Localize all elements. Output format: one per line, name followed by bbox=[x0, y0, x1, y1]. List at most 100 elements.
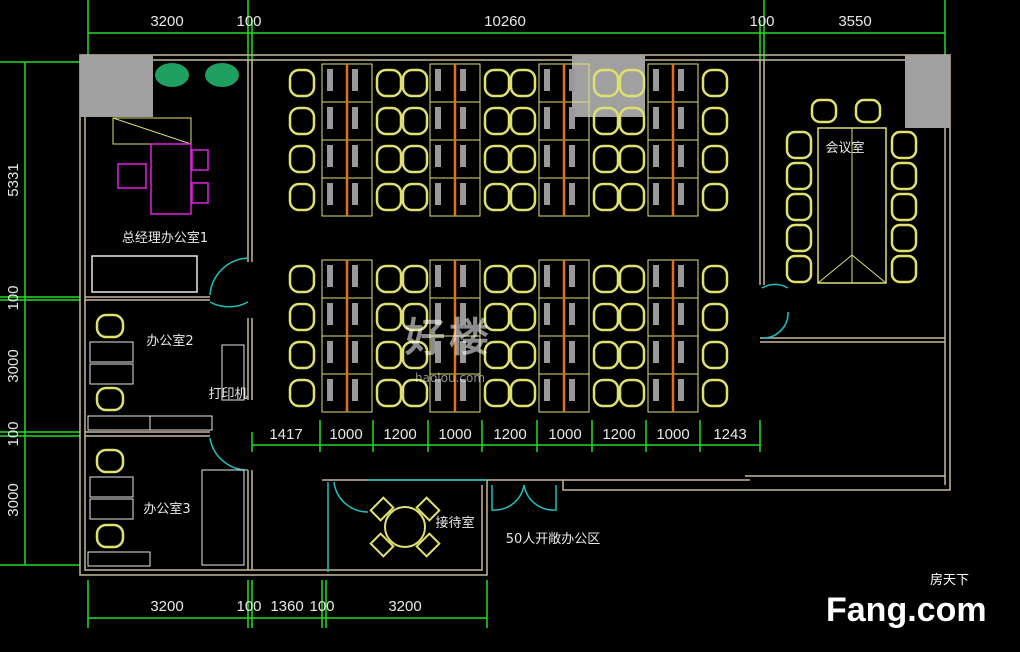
computer-icon bbox=[544, 107, 550, 129]
computer-icon bbox=[544, 303, 550, 325]
haolou-watermark: 好楼 bbox=[405, 315, 493, 361]
dim-label: 3000 bbox=[5, 483, 22, 516]
computer-icon bbox=[460, 341, 466, 363]
computer-icon bbox=[352, 183, 358, 205]
computer-icon bbox=[678, 341, 684, 363]
chair bbox=[618, 264, 646, 294]
chair bbox=[483, 340, 511, 370]
computer-icon bbox=[352, 265, 358, 287]
dim-label: 1200 bbox=[602, 426, 635, 443]
computer-icon bbox=[327, 69, 333, 91]
desk bbox=[454, 177, 481, 217]
dimension-lines bbox=[0, 0, 946, 628]
dim-label: 1200 bbox=[383, 426, 416, 443]
computer-icon bbox=[569, 341, 575, 363]
dim-label: 1243 bbox=[713, 426, 746, 443]
desk bbox=[346, 259, 373, 299]
computer-icon bbox=[569, 265, 575, 287]
desk bbox=[563, 297, 590, 337]
chair bbox=[890, 223, 918, 253]
dim-label: 100 bbox=[5, 421, 22, 446]
office-chairs bbox=[95, 313, 125, 549]
dim-label: 100 bbox=[309, 598, 334, 615]
computer-icon bbox=[460, 145, 466, 167]
desk bbox=[321, 139, 348, 179]
chair bbox=[701, 106, 729, 136]
chair bbox=[288, 106, 316, 136]
chair bbox=[592, 106, 620, 136]
computer-icon bbox=[678, 265, 684, 287]
chair bbox=[701, 264, 729, 294]
computer-icon bbox=[460, 265, 466, 287]
dim-label: 100 bbox=[236, 598, 261, 615]
chair bbox=[288, 378, 316, 408]
chair bbox=[890, 130, 918, 160]
desk bbox=[672, 139, 699, 179]
computer-icon bbox=[352, 341, 358, 363]
dim-label: 100 bbox=[236, 13, 261, 30]
desk bbox=[647, 297, 674, 337]
room-label-open-office: 50人开敞办公区 bbox=[506, 531, 601, 547]
workstations bbox=[288, 63, 729, 413]
desk bbox=[647, 101, 674, 141]
computer-icon bbox=[435, 341, 441, 363]
computer-icon bbox=[569, 145, 575, 167]
chair bbox=[509, 302, 537, 332]
chair bbox=[592, 378, 620, 408]
dim-label: 3200 bbox=[388, 598, 421, 615]
chair bbox=[375, 182, 403, 212]
desk bbox=[538, 259, 565, 299]
chair bbox=[785, 254, 813, 284]
room-label-gm-office: 总经理办公室1 bbox=[122, 230, 208, 246]
chair bbox=[401, 340, 429, 370]
desk bbox=[647, 335, 674, 375]
desk bbox=[429, 259, 456, 299]
chair bbox=[592, 340, 620, 370]
desk bbox=[321, 177, 348, 217]
desk bbox=[647, 373, 674, 413]
desk bbox=[321, 101, 348, 141]
desk bbox=[538, 63, 565, 103]
chair bbox=[288, 182, 316, 212]
office-furniture bbox=[87, 341, 245, 567]
gm-office-furniture bbox=[91, 63, 239, 293]
chair bbox=[509, 340, 537, 370]
chair bbox=[701, 68, 729, 98]
dim-label: 100 bbox=[5, 285, 22, 310]
desk bbox=[429, 177, 456, 217]
desk bbox=[321, 297, 348, 337]
computer-icon bbox=[327, 145, 333, 167]
computer-icon bbox=[460, 379, 466, 401]
chair bbox=[375, 302, 403, 332]
desk bbox=[538, 297, 565, 337]
chair bbox=[592, 182, 620, 212]
desk bbox=[346, 63, 373, 103]
chair bbox=[618, 340, 646, 370]
desk bbox=[647, 63, 674, 103]
dim-label: 3000 bbox=[5, 349, 22, 382]
desk bbox=[563, 373, 590, 413]
chair bbox=[509, 106, 537, 136]
computer-icon bbox=[544, 69, 550, 91]
computer-icon bbox=[327, 183, 333, 205]
computer-icon bbox=[460, 69, 466, 91]
chair bbox=[618, 302, 646, 332]
chair bbox=[288, 68, 316, 98]
doors[interactable] bbox=[209, 257, 789, 572]
computer-icon bbox=[653, 69, 659, 91]
reception-table bbox=[369, 496, 441, 558]
chair bbox=[854, 98, 882, 124]
chair bbox=[401, 378, 429, 408]
chair bbox=[890, 254, 918, 284]
computer-icon bbox=[678, 107, 684, 129]
desk bbox=[563, 335, 590, 375]
dim-label: 3200 bbox=[150, 598, 183, 615]
chair bbox=[701, 378, 729, 408]
chair bbox=[375, 144, 403, 174]
computer-icon bbox=[327, 341, 333, 363]
computer-icon bbox=[678, 183, 684, 205]
chair bbox=[483, 182, 511, 212]
chair bbox=[288, 340, 316, 370]
top-dimension-labels: 3200 100 10260 100 3550 bbox=[150, 13, 871, 30]
computer-icon bbox=[327, 303, 333, 325]
